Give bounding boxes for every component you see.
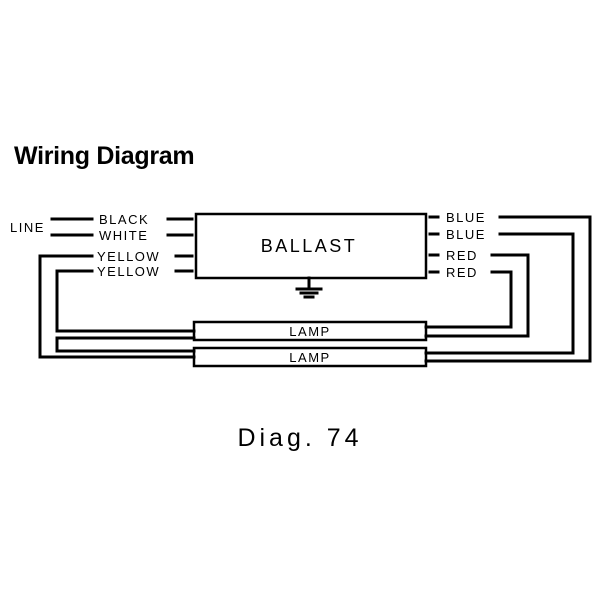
wire-label-blue-2: BLUE bbox=[446, 227, 486, 242]
line-label: LINE bbox=[10, 220, 45, 235]
wire-blue-1 bbox=[424, 215, 592, 363]
wire-label-red-2: RED bbox=[446, 265, 478, 280]
wire-lamp-left-link bbox=[55, 336, 196, 353]
wire-red-2 bbox=[424, 270, 513, 329]
wire-red-1 bbox=[424, 253, 530, 338]
wire-label-yellow-1: YELLOW bbox=[97, 249, 160, 264]
wire-label-black: BLACK bbox=[99, 212, 149, 227]
diagram-caption: Diag. 74 bbox=[237, 424, 363, 452]
wire-label-white: WHITE bbox=[99, 228, 148, 243]
wire-yellow-2 bbox=[55, 269, 196, 333]
wire-blue-2 bbox=[424, 232, 575, 355]
diagram-title: Wiring Diagram bbox=[14, 142, 195, 170]
wire-label-blue-1: BLUE bbox=[446, 210, 486, 225]
ballast-label: BALLAST bbox=[261, 236, 358, 256]
lamp-2-label: LAMP bbox=[289, 350, 330, 365]
wire-label-red-1: RED bbox=[446, 248, 478, 263]
ballast-box bbox=[194, 212, 428, 280]
ground-symbol bbox=[295, 276, 323, 299]
wire-yellow-1 bbox=[38, 254, 196, 359]
lamp-1-label: LAMP bbox=[289, 324, 330, 339]
wire-label-yellow-2: YELLOW bbox=[97, 264, 160, 279]
